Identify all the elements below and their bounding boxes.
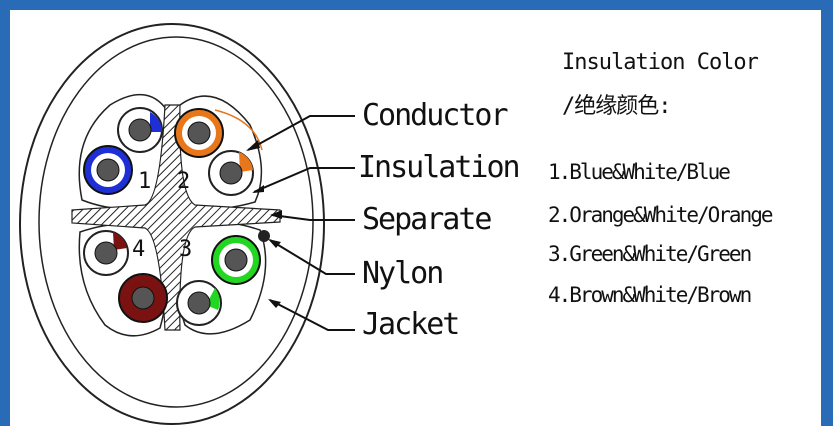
callout-conductor: Conductor	[362, 98, 509, 133]
legend-item-2: 2.Orange&White/Orange	[548, 203, 774, 227]
diagram-frame: 1 2 3 4 Conductor Insulation Separate Ny…	[10, 10, 821, 426]
callout-jacket: Jacket	[362, 307, 460, 342]
pair-4-white-wire	[83, 230, 129, 276]
arrow-jacket	[268, 299, 281, 308]
pair-3-green-wire	[211, 235, 261, 285]
pair-number-1: 1	[138, 169, 151, 194]
legend-item-1: 1.Blue&White/Blue	[548, 160, 731, 184]
arrow-nylon	[268, 239, 281, 248]
arrow-separate	[270, 210, 282, 219]
cable-cross-section: 1 2 3 4	[19, 23, 355, 425]
nylon-cord	[258, 230, 270, 242]
legend-subtitle: /绝缘颜色:	[562, 94, 671, 119]
pair-2-twist-line	[214, 109, 263, 151]
callout-nylon: Nylon	[362, 256, 444, 291]
legend-title: Insulation Color	[562, 50, 759, 75]
callout-insulation: Insulation	[358, 150, 521, 185]
arrow-insulation	[252, 185, 264, 193]
pair-number-2: 2	[177, 169, 190, 194]
callout-separate: Separate	[362, 202, 492, 237]
legend-item-4: 4.Brown&White/Brown	[548, 283, 752, 307]
leader-jacket	[269, 299, 355, 331]
legend-item-3: 3.Green&White/Green	[548, 242, 752, 266]
leader-insulation	[253, 167, 355, 193]
arrow-conductor	[246, 140, 260, 151]
leader-nylon	[269, 239, 355, 275]
pair-number-4: 4	[132, 237, 145, 262]
pair-1-blue-wire	[83, 145, 133, 195]
pair-2-white-wire	[208, 150, 254, 196]
leader-separate	[271, 214, 355, 221]
pair-4-brown-wire	[118, 273, 168, 323]
pair-number-3: 3	[179, 237, 192, 262]
leader-conductor	[247, 115, 355, 151]
pair-3-white-wire	[176, 280, 222, 326]
pair-1-white-wire	[117, 107, 163, 153]
separator-cross	[71, 104, 281, 331]
pair-2-orange-wire	[174, 108, 224, 158]
